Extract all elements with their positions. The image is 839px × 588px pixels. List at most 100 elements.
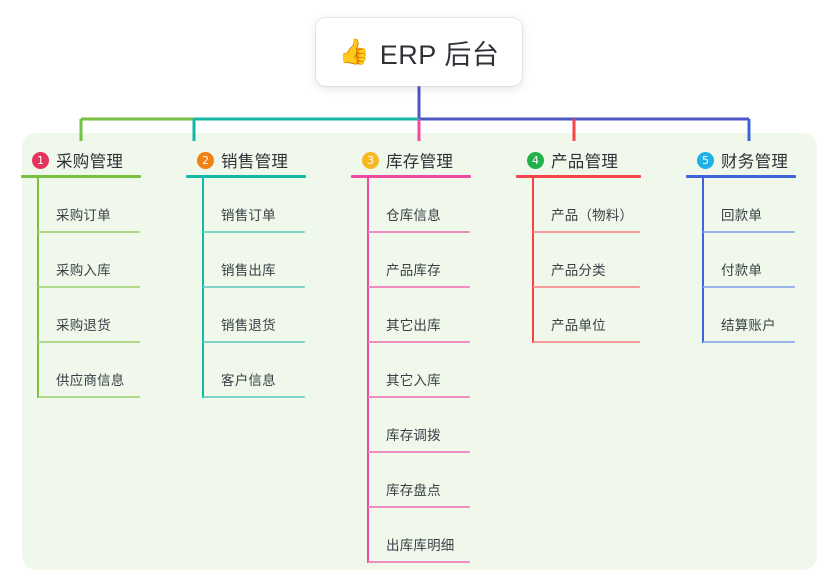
- leaf-item[interactable]: 产品（物料）: [533, 178, 680, 233]
- leaf-item[interactable]: 库存调拨: [368, 398, 510, 453]
- leaf-item[interactable]: 采购订单: [38, 178, 180, 233]
- leaf-rule: [38, 231, 140, 233]
- leaf-rule: [703, 286, 795, 288]
- leaf-rule: [203, 231, 305, 233]
- leaf-label: 销售订单: [221, 208, 276, 223]
- leaf-rule: [533, 341, 640, 343]
- leaf-label: 销售出库: [221, 263, 276, 278]
- leaf-item[interactable]: 仓库信息: [368, 178, 510, 233]
- branch-title-5: 财务管理: [721, 153, 789, 171]
- branch-trunk-3: [367, 178, 369, 563]
- leaf-rule: [368, 341, 470, 343]
- branch-header-2[interactable]: 2 销售管理: [185, 145, 345, 175]
- leaf-rule: [203, 286, 305, 288]
- branch-column-1: 1 采购管理采购订单采购入库采购退货供应商信息: [20, 145, 180, 398]
- leaf-label: 产品（物料）: [551, 208, 634, 223]
- leaf-item[interactable]: 销售退货: [203, 288, 345, 343]
- leaf-rule: [203, 341, 305, 343]
- leaf-item[interactable]: 其它出库: [368, 288, 510, 343]
- branch-column-4: 4 产品管理产品（物料） 产品分类产品单位: [515, 145, 680, 343]
- branch-column-5: 5 财务管理回款单付款单结算账户: [685, 145, 835, 343]
- leaf-rule: [368, 231, 470, 233]
- leaf-label: 产品单位: [551, 318, 606, 333]
- leaf-label: 其它入库: [386, 373, 441, 388]
- branch-header-4[interactable]: 4 产品管理: [515, 145, 680, 175]
- leaf-rule: [368, 506, 470, 508]
- leaf-label: 付款单: [721, 263, 763, 278]
- leaf-label: 出库库明细: [386, 538, 455, 553]
- leaf-item[interactable]: 出库库明细: [368, 508, 510, 563]
- branch-badge-4: 4: [527, 151, 544, 169]
- leaf-item[interactable]: 采购入库: [38, 233, 180, 288]
- leaf-rule: [703, 231, 795, 233]
- leaf-rule: [203, 396, 305, 398]
- branch-badge-5: 5: [697, 151, 714, 169]
- leaf-item[interactable]: 客户信息: [203, 343, 345, 398]
- branch-column-2: 2 销售管理销售订单销售出库销售退货客户信息: [185, 145, 345, 398]
- branch-title-2: 销售管理: [221, 153, 289, 171]
- leaf-list-5: 回款单付款单结算账户: [685, 178, 835, 343]
- leaf-list-1: 采购订单采购入库采购退货供应商信息: [20, 178, 180, 398]
- leaf-item[interactable]: 库存盘点: [368, 453, 510, 508]
- branch-header-3[interactable]: 3 库存管理: [350, 145, 510, 175]
- leaf-rule: [368, 286, 470, 288]
- leaf-item[interactable]: 销售订单: [203, 178, 345, 233]
- leaf-label: 其它出库: [386, 318, 441, 333]
- branch-header-5[interactable]: 5 财务管理: [685, 145, 835, 175]
- branch-title-1: 采购管理: [56, 153, 124, 171]
- branch-badge-2: 2: [197, 151, 214, 169]
- thumbs-up-icon: 👍: [338, 37, 370, 66]
- branch-header-rule-5: [686, 175, 796, 178]
- branch-badge-3: 3: [362, 151, 379, 169]
- leaf-item[interactable]: 其它入库: [368, 343, 510, 398]
- leaf-item[interactable]: 销售出库: [203, 233, 345, 288]
- leaf-label: 仓库信息: [386, 208, 441, 223]
- branch-header-rule-1: [21, 175, 141, 178]
- leaf-rule: [368, 451, 470, 453]
- leaf-label: 产品库存: [386, 263, 441, 278]
- leaf-item[interactable]: 产品库存: [368, 233, 510, 288]
- leaf-rule: [368, 396, 470, 398]
- branch-header-rule-2: [186, 175, 306, 178]
- leaf-rule: [368, 561, 470, 563]
- root-node-card[interactable]: 👍 ERP 后台: [316, 18, 522, 86]
- leaf-item[interactable]: 结算账户: [703, 288, 835, 343]
- leaf-rule: [533, 286, 640, 288]
- leaf-label: 结算账户: [721, 318, 776, 333]
- leaf-label: 库存调拨: [386, 428, 441, 443]
- leaf-rule: [38, 286, 140, 288]
- branch-trunk-2: [202, 178, 204, 398]
- branch-badge-1: 1: [32, 151, 49, 169]
- leaf-label: 客户信息: [221, 373, 276, 388]
- branch-trunk-1: [37, 178, 39, 398]
- leaf-item[interactable]: 产品单位: [533, 288, 680, 343]
- leaf-label: 产品分类: [551, 263, 606, 278]
- leaf-label: 采购退货: [56, 318, 111, 333]
- leaf-label: 回款单: [721, 208, 763, 223]
- leaf-item[interactable]: 供应商信息: [38, 343, 180, 398]
- leaf-list-3: 仓库信息产品库存其它出库其它入库库存调拨库存盘点出库库明细: [350, 178, 510, 563]
- leaf-item[interactable]: 回款单: [703, 178, 835, 233]
- branch-trunk-5: [702, 178, 704, 343]
- leaf-item[interactable]: 产品分类: [533, 233, 680, 288]
- leaf-item[interactable]: 付款单: [703, 233, 835, 288]
- root-node-title: ERP 后台: [379, 39, 500, 70]
- leaf-label: 采购入库: [56, 263, 111, 278]
- branch-header-rule-4: [516, 175, 641, 178]
- leaf-label: 库存盘点: [386, 483, 441, 498]
- leaf-item[interactable]: 采购退货: [38, 288, 180, 343]
- leaf-label: 供应商信息: [56, 373, 125, 388]
- branch-header-1[interactable]: 1 采购管理: [20, 145, 180, 175]
- leaf-label: 销售退货: [221, 318, 276, 333]
- leaf-rule: [38, 341, 140, 343]
- leaf-list-4: 产品（物料） 产品分类产品单位: [515, 178, 680, 343]
- leaf-rule: [533, 231, 640, 233]
- branch-title-3: 库存管理: [386, 153, 454, 171]
- branch-trunk-4: [532, 178, 534, 343]
- branch-title-4: 产品管理: [551, 153, 619, 171]
- leaf-list-2: 销售订单销售出库销售退货客户信息: [185, 178, 345, 398]
- branch-header-rule-3: [351, 175, 471, 178]
- leaf-rule: [38, 396, 140, 398]
- leaf-rule: [703, 341, 795, 343]
